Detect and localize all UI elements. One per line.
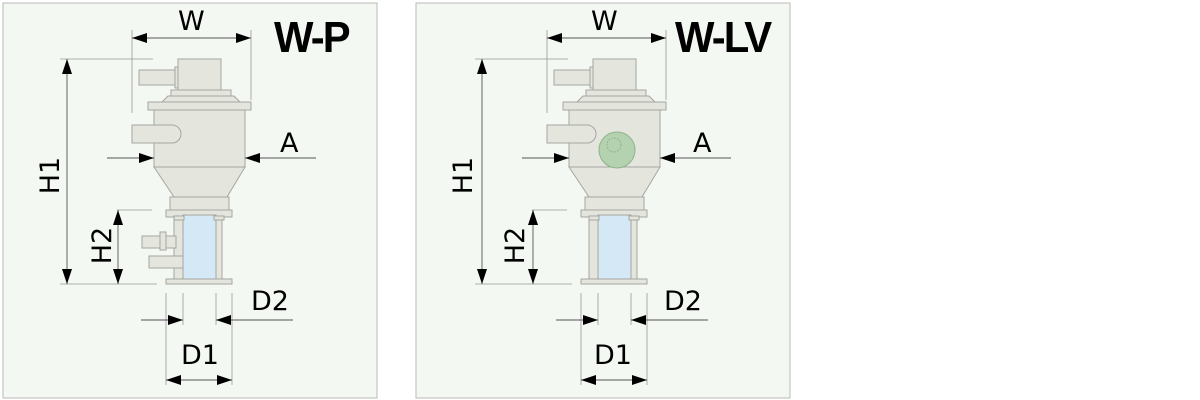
sight-glass-inner [606, 137, 622, 153]
motor-housing [177, 58, 222, 92]
dim-label-a: A [693, 128, 712, 159]
arrowhead [528, 269, 538, 284]
sight-glass [598, 131, 636, 169]
arrowhead [547, 33, 562, 43]
dim-label-h2: H2 [87, 226, 119, 265]
dim-label-a: A [280, 128, 299, 159]
motor-housing [592, 58, 637, 92]
top-flange [147, 101, 252, 111]
tie-rod-right [215, 216, 223, 280]
arrowhead [139, 153, 154, 163]
motor-side-box [138, 69, 180, 86]
discharge-neck [169, 196, 230, 211]
arrowhead [660, 153, 675, 163]
arrowhead [113, 210, 123, 225]
arrowhead [245, 153, 260, 163]
inlet-pipe [546, 124, 597, 144]
discharge-neck [584, 196, 645, 211]
model-title: W-LV [675, 13, 772, 62]
arrowhead [113, 269, 123, 284]
arrowhead [62, 269, 72, 284]
arrowhead [236, 33, 251, 43]
arrowhead [166, 375, 181, 385]
arrowhead [554, 153, 569, 163]
arrowhead [583, 315, 598, 325]
dim-label-w: W [178, 6, 205, 37]
arrowhead [217, 375, 232, 385]
dim-label-d1: D1 [181, 340, 219, 371]
top-flange [562, 101, 667, 111]
bottom-flange [165, 278, 233, 285]
rod-nut [628, 215, 640, 221]
side-valve-stem [165, 235, 177, 249]
arrowhead [651, 33, 666, 43]
bottom-flange [580, 278, 648, 285]
arrowhead [581, 375, 596, 385]
side-valve-clamp [159, 231, 167, 251]
tie-rod-left [588, 216, 599, 280]
panel-w-p: W-P W H1 H2 A D2 D1 [0, 0, 380, 400]
arrowhead [528, 210, 538, 225]
machine-group [60, 30, 316, 385]
arrowhead [132, 33, 147, 43]
arrowhead [216, 315, 231, 325]
w-p-drawing [2, 2, 378, 399]
arrowhead [632, 375, 647, 385]
dim-label-h1: H1 [35, 156, 67, 195]
inlet-pipe [131, 124, 182, 144]
arrowhead [168, 315, 183, 325]
arrowhead [477, 59, 487, 74]
motor-side-box [553, 69, 595, 86]
motor-base [170, 89, 232, 97]
arrowhead [62, 59, 72, 74]
glass-tube [182, 214, 217, 280]
model-title: W-P [274, 13, 351, 62]
rod-nut [173, 215, 185, 221]
dim-label-d2: D2 [664, 286, 702, 317]
panel-w-lv: W-LV W H1 H2 A D2 D1 [413, 0, 793, 400]
arrowhead [631, 315, 646, 325]
dim-label-d1: D1 [594, 340, 632, 371]
tie-rod-right [630, 216, 638, 280]
dim-label-w: W [591, 6, 618, 37]
w-lv-drawing [415, 2, 791, 399]
dim-label-h1: H1 [448, 156, 480, 195]
hood [160, 95, 242, 103]
motor-base [585, 89, 647, 97]
side-bracket [148, 255, 184, 269]
rod-nut [588, 215, 600, 221]
dim-label-d2: D2 [251, 286, 289, 317]
glass-tube [597, 214, 632, 280]
hood [575, 95, 657, 103]
machine-group [475, 30, 731, 385]
dim-label-h2: H2 [500, 226, 532, 265]
rod-nut [213, 215, 225, 221]
arrowhead [477, 269, 487, 284]
